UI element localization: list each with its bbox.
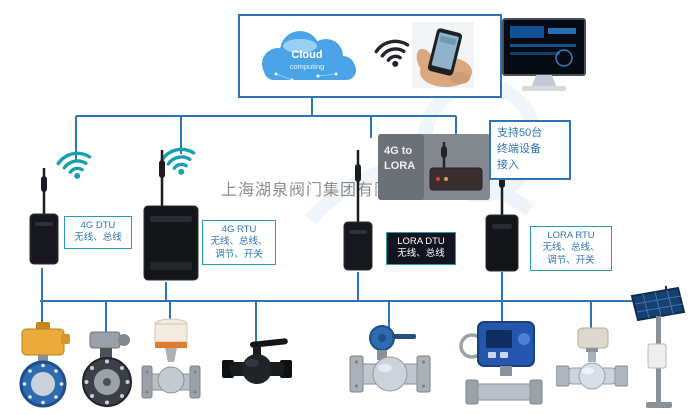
label-4g-rtu: 4G RTU 无线、总线、 调节、开关 (202, 220, 276, 266)
wifi-icon (56, 151, 92, 179)
butterfly-valve-gear-operator (82, 331, 132, 407)
cloud-title: Cloud (291, 49, 322, 61)
device-capabilities: 调节、开关 (215, 248, 263, 260)
gateway-photo (378, 134, 490, 200)
lora-gateway-image: 4G to LORA (378, 134, 490, 200)
cloud-subtitle: computing (290, 62, 325, 71)
support-line-1: 支持50台 (497, 127, 543, 139)
antenna-device-4g-dtu (29, 168, 59, 265)
device-title: 4G RTU (221, 224, 257, 235)
device-capabilities: 无线、总线 (74, 232, 122, 244)
gateway-label-line2: LORA (384, 159, 416, 172)
device-capabilities: 调节、开关 (547, 254, 595, 266)
device-title: 4G DTU (80, 220, 116, 231)
ball-valve-black (222, 338, 292, 384)
support-note-box: 支持50台 终端设备 接入 (489, 120, 571, 180)
gate-valve-pneumatic-actuator (141, 318, 201, 399)
computer-monitor-image (502, 18, 586, 91)
device-title: LORA DTU (397, 236, 445, 247)
device-capabilities: 无线、总线 (397, 248, 445, 260)
gateway-label-line1: 4G to (384, 145, 413, 157)
label-lora-dtu: LORA DTU 无线、总线 (386, 232, 456, 265)
device-capabilities: 无线、总线、 (542, 242, 600, 254)
flanged-ball-valve-lever (349, 325, 431, 393)
support-line-3: 接入 (497, 158, 519, 171)
smartphone-in-hand-image (412, 22, 474, 88)
antenna-device-4g-rtu (143, 150, 199, 281)
antenna-device-lora-rtu (485, 160, 519, 272)
cloud-platform-box: Cloud computing (238, 14, 502, 98)
label-lora-rtu: LORA RTU 无线、总线、 调节、开关 (530, 226, 612, 272)
support-line-2: 终端设备 (497, 142, 541, 155)
stainless-ball-valve-electric-actuator (556, 327, 628, 390)
electric-actuator-control-valve-blue (459, 321, 543, 405)
label-4g-dtu: 4G DTU 无线、总线 (64, 216, 132, 249)
device-capabilities: 无线、总线、 (210, 236, 268, 248)
antenna-device-lora-dtu (343, 150, 373, 271)
solar-powered-monitoring-station (630, 286, 686, 408)
cloud-computing-icon: Cloud computing (262, 31, 356, 82)
electric-butterfly-valve-yellow-actuator (19, 322, 70, 408)
gateway-label: 4G to LORA (384, 144, 415, 174)
wifi-icon-dark (374, 39, 410, 67)
device-title: LORA RTU (547, 230, 595, 241)
company-watermark: 上海湖泉阀门集团有限公司 (220, 182, 425, 199)
wifi-icon (160, 147, 196, 175)
